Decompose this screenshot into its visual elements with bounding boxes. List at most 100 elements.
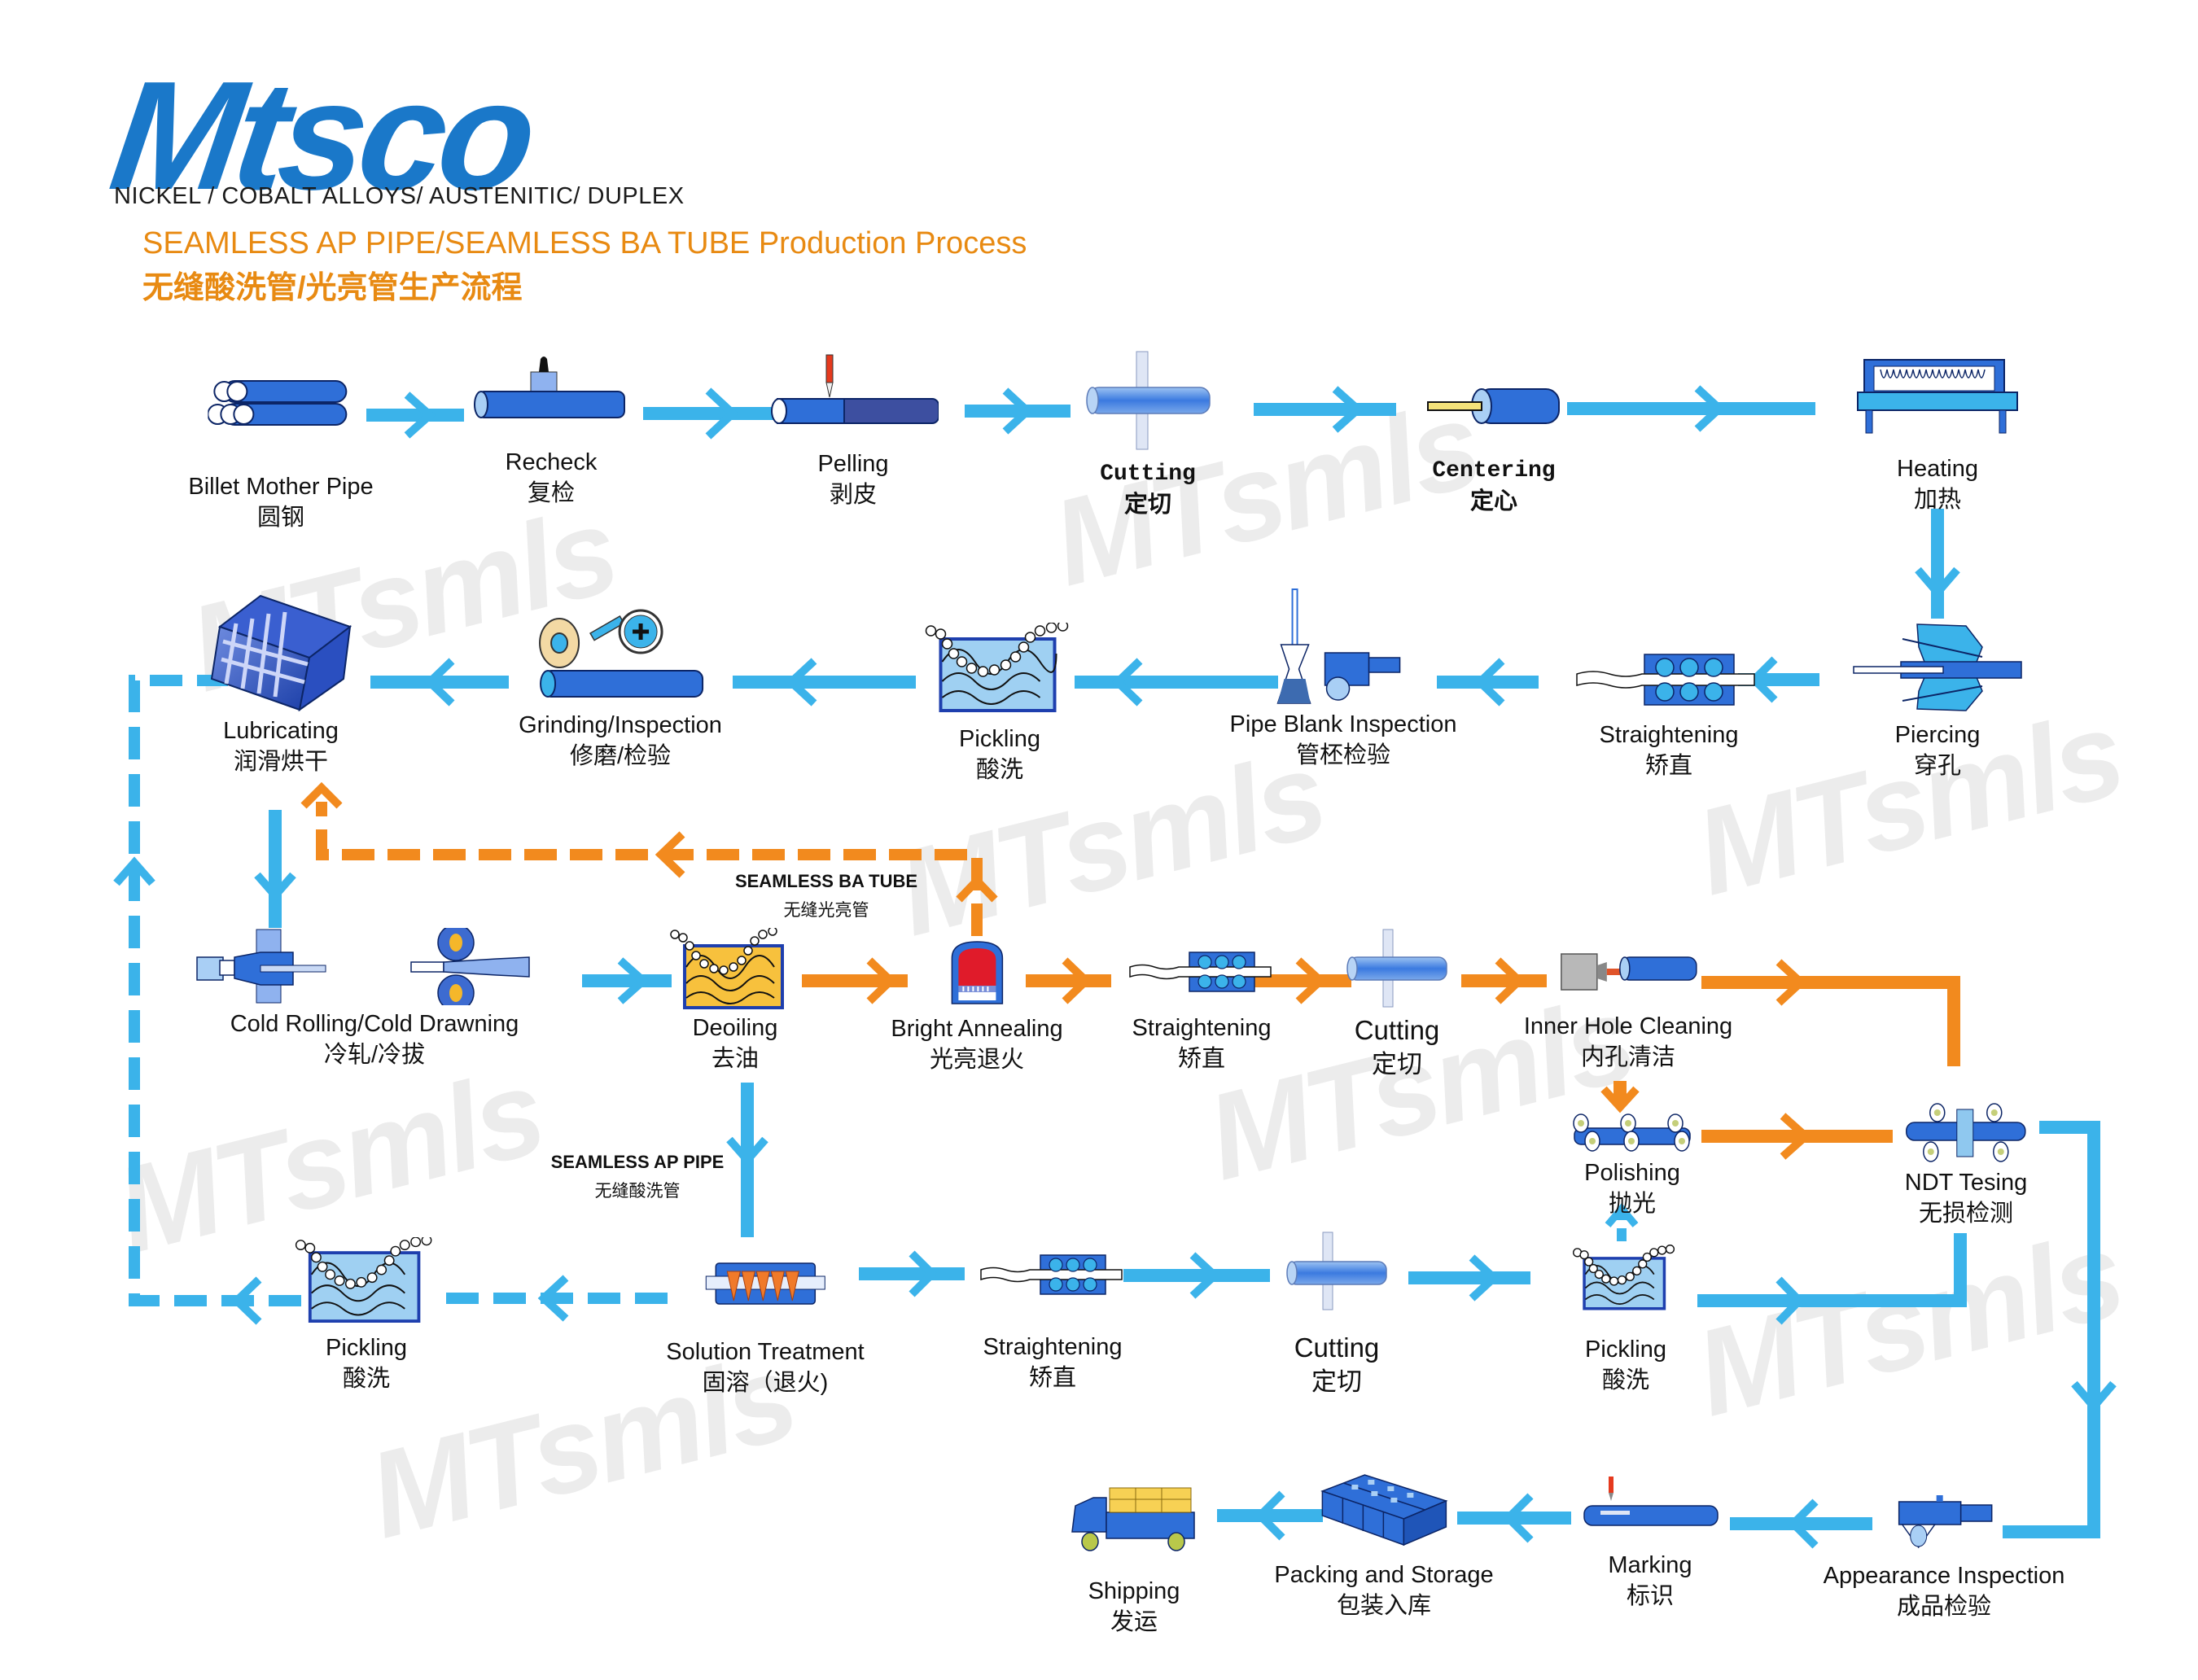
step-label-zh: 定心 bbox=[1469, 488, 1517, 514]
chevron-icon bbox=[866, 957, 897, 1004]
step-label-en: Straightening bbox=[1132, 1015, 1272, 1041]
step-label-zh: 酸洗 bbox=[342, 1366, 390, 1393]
step-label-zh: 标识 bbox=[1626, 1583, 1674, 1610]
step-label-zh: 发运 bbox=[1110, 1609, 1158, 1636]
step-label-en: Cutting bbox=[1354, 1015, 1440, 1045]
chevron-icon bbox=[1502, 1493, 1534, 1543]
pipe-bundle-icon bbox=[207, 380, 347, 426]
step-label-en: Pelling bbox=[817, 451, 889, 477]
step-bright-annealing: Bright Annealing 光亮退火 bbox=[891, 940, 1063, 1077]
step-label-en: Centering bbox=[1432, 458, 1556, 483]
step-pickling-2: Pickling 酸洗 bbox=[291, 1235, 442, 1396]
chevron-icon bbox=[909, 1250, 939, 1297]
ndt-tester-icon bbox=[1906, 1103, 2026, 1162]
step-label-en: Pickling bbox=[959, 726, 1040, 752]
chevron-icon bbox=[1002, 387, 1034, 435]
step-label-en: Grinding/Inspection bbox=[519, 712, 722, 738]
cold-rolling-icon bbox=[196, 924, 530, 1012]
cutter-icon bbox=[1086, 351, 1211, 450]
chevron-icon bbox=[1189, 1252, 1221, 1299]
page-title-zh: 无缝酸洗管/光亮管生产流程 bbox=[142, 271, 523, 305]
chevron-icon bbox=[1254, 1490, 1285, 1541]
branch-label-zh: 无缝光亮管 bbox=[783, 901, 869, 920]
branch-label-zh: 无缝酸洗管 bbox=[594, 1182, 681, 1201]
step-label-zh: 矫直 bbox=[1644, 753, 1692, 780]
pickling-tank-icon bbox=[295, 1235, 432, 1323]
step-pipe-blank-inspection: Pipe Blank Inspection 管柸检验 bbox=[1229, 588, 1457, 772]
branch-label-en: SEAMLESS BA TUBE bbox=[734, 871, 918, 891]
chevron-icon bbox=[1694, 385, 1726, 432]
step-label-en: Cutting bbox=[1100, 462, 1196, 487]
chevron-icon bbox=[423, 658, 455, 707]
step-label-en: Piercing bbox=[1894, 722, 1981, 748]
step-label-zh: 管柸检验 bbox=[1295, 742, 1390, 769]
step-label-en: Appearance Inspection bbox=[1823, 1563, 2065, 1589]
step-label-en: Deoiling bbox=[692, 1015, 778, 1041]
step-cold-rolling-drawing: Cold Rolling/Cold Drawning 冷轧/冷拔 bbox=[195, 924, 554, 1072]
chevron-icon bbox=[1332, 386, 1364, 433]
step-label-zh: 酸洗 bbox=[1601, 1367, 1649, 1394]
step-straightening-3: Straightening 矫直 bbox=[979, 1253, 1126, 1395]
logo-tagline: NICKEL / COBALT ALLOYS/ AUSTENITIC/ DUPL… bbox=[114, 183, 685, 209]
step-label-zh: 无损检测 bbox=[1918, 1201, 2013, 1227]
chevron-icon bbox=[956, 874, 998, 903]
step-straightening-2: Straightening 矫直 bbox=[1128, 951, 1275, 1076]
chevron-icon bbox=[1780, 1113, 1812, 1160]
branch-label-ap-pipe: SEAMLESS AP PIPE 无缝酸洗管 bbox=[551, 1152, 725, 1202]
chevron-icon bbox=[537, 1275, 569, 1322]
chevron-icon bbox=[230, 1276, 262, 1325]
chevron-icon bbox=[785, 658, 817, 707]
step-label-en: Pipe Blank Inspection bbox=[1229, 711, 1457, 737]
inspection-tools-icon bbox=[1276, 588, 1401, 704]
polishing-rollers-icon bbox=[1573, 1113, 1691, 1152]
step-label-en: Marking bbox=[1608, 1552, 1692, 1578]
step-billet-mother-pipe: Billet Mother Pipe 圆钢 bbox=[188, 374, 374, 535]
step-label-en: Pickling bbox=[326, 1335, 407, 1361]
step-label-zh: 加热 bbox=[1913, 487, 1961, 514]
chevron-icon bbox=[1469, 1254, 1500, 1302]
centering-drill-icon bbox=[1427, 388, 1560, 424]
marking-pen-icon bbox=[1583, 1477, 1719, 1526]
chevron-icon bbox=[1605, 1203, 1639, 1227]
step-cutting-1: Cutting 定切 bbox=[1083, 350, 1213, 522]
branch-label-ba-tube: SEAMLESS BA TUBE 无缝光亮管 bbox=[735, 871, 917, 921]
chevron-icon bbox=[113, 856, 155, 886]
caliper-icon bbox=[1898, 1495, 1993, 1549]
straightener-icon bbox=[1129, 952, 1272, 992]
step-label-zh: 定切 bbox=[1123, 492, 1171, 518]
solution-furnace-icon bbox=[705, 1262, 825, 1305]
step-solution-treatment: Solution Treatment 固溶（退火) bbox=[666, 1260, 865, 1400]
furnace-icon bbox=[1857, 359, 2018, 434]
step-lubricating: Lubricating 润滑烘干 bbox=[204, 594, 358, 779]
peeling-tool-icon bbox=[771, 354, 939, 424]
pickling-tank-icon bbox=[925, 620, 1069, 712]
step-label-zh: 酸洗 bbox=[975, 757, 1023, 784]
step-label-en: Solution Treatment bbox=[666, 1339, 865, 1365]
step-appearance-inspection: Appearance Inspection 成品检验 bbox=[1823, 1494, 2065, 1624]
chevron-icon bbox=[1473, 658, 1505, 707]
step-label-en: Straightening bbox=[1599, 722, 1739, 748]
deoiling-tank-icon bbox=[670, 926, 784, 1009]
cutter-icon bbox=[1286, 1232, 1387, 1310]
step-ndt-testing: NDT Tesing 无损检测 bbox=[1905, 1103, 2027, 1231]
chevron-icon bbox=[1915, 567, 1960, 599]
chevron-icon bbox=[1111, 658, 1143, 707]
step-label-zh: 润滑烘干 bbox=[233, 749, 328, 776]
arrow-ndt-appearance bbox=[2003, 1121, 2100, 1538]
cutter-icon bbox=[1346, 929, 1447, 1008]
step-marking: Marking 标识 bbox=[1581, 1475, 1719, 1613]
step-label-en: Recheck bbox=[505, 449, 598, 475]
chevron-icon bbox=[300, 781, 343, 809]
chevron-icon bbox=[1787, 1498, 1819, 1549]
step-label-en: Heating bbox=[1897, 456, 1978, 482]
step-label-zh: 圆钢 bbox=[256, 505, 304, 532]
step-label-en: Polishing bbox=[1584, 1160, 1680, 1186]
step-cutting-3: Cutting 定切 bbox=[1284, 1231, 1390, 1400]
chevron-icon bbox=[655, 831, 685, 878]
step-label-zh: 矫直 bbox=[1028, 1365, 1076, 1392]
step-label-en: Cold Rolling/Cold Drawning bbox=[230, 1011, 519, 1037]
step-label-en: NDT Tesing bbox=[1904, 1170, 2028, 1196]
branch-label-en: SEAMLESS AP PIPE bbox=[550, 1152, 725, 1172]
arrow-innerhole-ndt-line bbox=[1701, 976, 1960, 1066]
chevron-icon bbox=[2071, 1380, 2117, 1413]
